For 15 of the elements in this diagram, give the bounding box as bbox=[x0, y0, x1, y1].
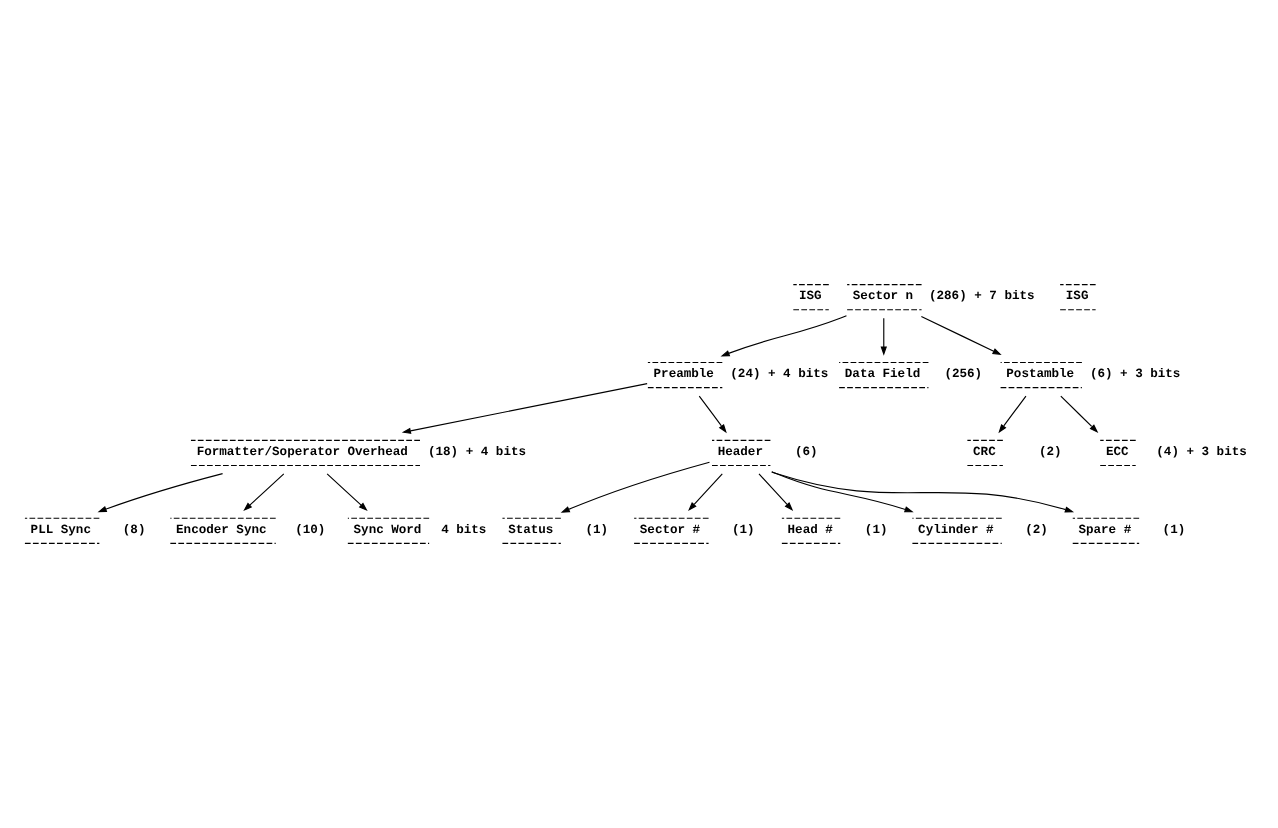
arrow bbox=[401, 383, 648, 434]
arrow bbox=[243, 473, 285, 512]
arrow bbox=[771, 471, 914, 513]
arrow bbox=[1060, 395, 1099, 434]
arrow bbox=[998, 395, 1027, 434]
arrow bbox=[720, 315, 848, 357]
arrow bbox=[688, 473, 723, 511]
arrow bbox=[326, 473, 368, 512]
arrow bbox=[771, 471, 1075, 513]
arrow bbox=[758, 473, 794, 511]
arrow bbox=[560, 461, 711, 513]
arrow bbox=[698, 395, 727, 434]
arrow bbox=[920, 315, 1002, 356]
arrow bbox=[880, 317, 887, 356]
arrow bbox=[97, 473, 224, 513]
